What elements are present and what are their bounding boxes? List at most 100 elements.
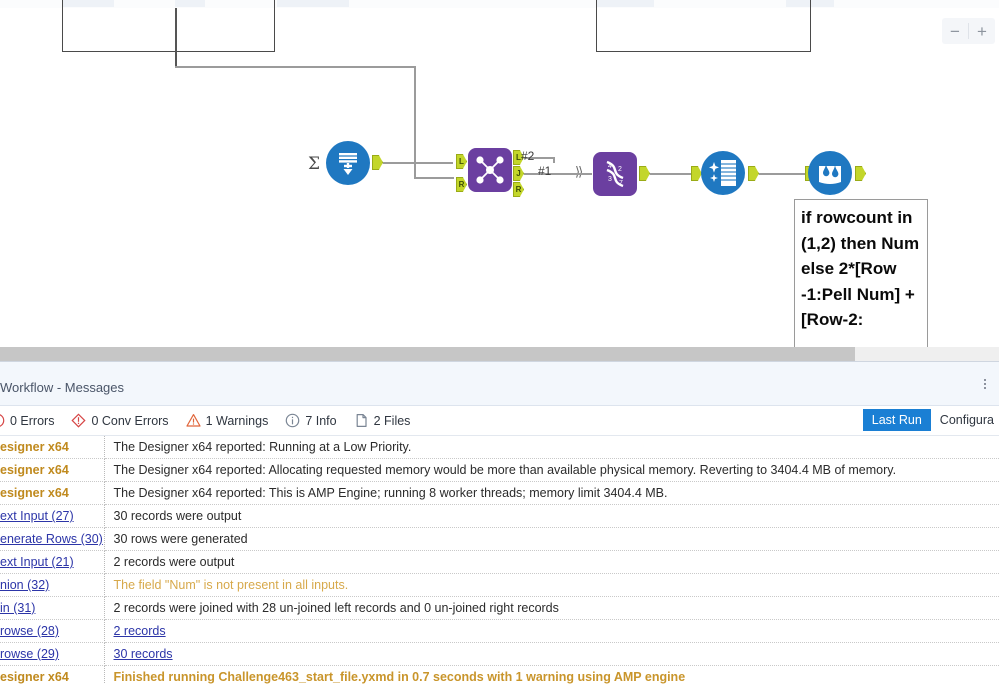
file-icon	[354, 413, 369, 428]
browse-icon	[808, 151, 852, 195]
union-input-marker-icon: ⟩⟩	[575, 165, 583, 180]
message-tool-cell: esigner x64	[0, 458, 105, 482]
message-text-cell: The Designer x64 reported: Running at a …	[104, 436, 999, 459]
status-badge-files[interactable]: 2 Files	[354, 413, 411, 428]
messages-panel-title: Workflow - Messages	[0, 380, 125, 395]
message-text: Finished running Challenge463_start_file…	[113, 670, 686, 684]
multi-row-output-anchor[interactable]	[639, 166, 650, 181]
generate-rows-output-anchor[interactable]	[372, 155, 383, 170]
zoom-controls-divider	[968, 23, 969, 39]
zoom-controls[interactable]: − +	[942, 18, 995, 44]
wire-to-multirow	[562, 173, 592, 175]
tool-transpose[interactable]	[701, 151, 745, 195]
browse-output-anchor[interactable]	[855, 166, 866, 181]
configuration-button[interactable]: Configura	[930, 409, 999, 431]
last-run-button[interactable]: Last Run	[862, 409, 931, 431]
status-badge-conv-errors[interactable]: 0 Conv Errors	[71, 413, 169, 428]
status-badge-warnings[interactable]: 1 Warnings	[185, 413, 268, 428]
tool-link[interactable]: rowse (28)	[0, 624, 60, 638]
status-badge-errors[interactable]: 0 Errors	[0, 413, 54, 428]
svg-text:7: 7	[619, 180, 623, 187]
workflow-canvas[interactable]: Σ L R L	[0, 0, 999, 357]
join-output-join-anchor[interactable]	[513, 166, 524, 181]
status-badge-info[interactable]: 7 Info	[285, 413, 337, 428]
tool-link[interactable]: rowse (29)	[0, 647, 60, 661]
messages-toolbar: 0 Errors 0 Conv Errors	[0, 406, 999, 436]
wire-transpose-to-browse	[759, 173, 807, 175]
table-row[interactable]: nion (32) The field "Num" is not present …	[0, 573, 999, 597]
message-text: The field "Num" is not present in all in…	[113, 578, 349, 592]
tool-name: esigner x64	[0, 670, 69, 684]
message-text: 2 records were output	[113, 555, 235, 569]
message-text: The Designer x64 reported: This is AMP E…	[113, 486, 668, 500]
conv-errors-label: 0 Conv Errors	[91, 413, 169, 428]
message-text-cell: 2 records	[104, 619, 999, 643]
message-text: The Designer x64 reported: Running at a …	[113, 440, 412, 454]
message-tool-cell: in (31)	[0, 596, 105, 620]
message-text-cell: 30 records	[104, 642, 999, 666]
container-box-right[interactable]	[596, 0, 811, 52]
wire-segment	[175, 8, 177, 67]
workflow-messages-panel: Workflow - Messages 0 Errors	[0, 361, 999, 684]
join-input-right-anchor[interactable]	[456, 177, 467, 192]
message-text[interactable]: 2 records	[113, 624, 166, 638]
container-box-left[interactable]	[62, 0, 275, 52]
tool-link[interactable]: ext Input (21)	[0, 555, 74, 569]
tool-name: esigner x64	[0, 463, 69, 477]
wire-segment	[175, 66, 415, 68]
message-text: 30 rows were generated	[113, 532, 248, 546]
sigma-icon: Σ	[308, 154, 321, 174]
transpose-output-anchor[interactable]	[748, 166, 759, 181]
zoom-in-button[interactable]: +	[977, 21, 987, 41]
message-tool-cell: nion (32)	[0, 573, 105, 597]
join-output-left-anchor[interactable]	[513, 150, 524, 165]
table-row[interactable]: rowse (28) 2 records	[0, 619, 999, 643]
tool-name: esigner x64	[0, 440, 69, 454]
message-tool-cell: esigner x64	[0, 481, 105, 505]
message-tool-cell: esigner x64	[0, 436, 105, 459]
tool-link[interactable]: enerate Rows (30)	[0, 532, 103, 546]
warning-icon	[185, 413, 201, 428]
join-input-left-anchor[interactable]	[456, 154, 467, 169]
tool-link[interactable]: nion (32)	[0, 578, 50, 592]
messages-view-toggle[interactable]: Last Run Configura	[862, 409, 999, 431]
tool-link[interactable]: ext Input (27)	[0, 509, 74, 523]
message-text[interactable]: 30 records	[113, 647, 173, 661]
message-text-cell: The Designer x64 reported: This is AMP E…	[104, 481, 999, 505]
message-tool-cell: ext Input (27)	[0, 504, 105, 528]
canvas-horizontal-scrollbar[interactable]	[0, 347, 999, 361]
table-row[interactable]: in (31)2 records were joined with 28 un-…	[0, 596, 999, 620]
tool-annotation[interactable]: if rowcount in (1,2) then Num else 2*[Ro…	[794, 199, 928, 357]
table-row[interactable]: rowse (29) 30 records	[0, 642, 999, 666]
table-row[interactable]: esigner x64 The Designer x64 reported: Ru…	[0, 436, 999, 459]
wire-segment	[414, 66, 416, 178]
join-output-right-anchor[interactable]	[513, 182, 524, 197]
generate-rows-icon	[326, 141, 370, 185]
tool-browse[interactable]	[808, 151, 852, 195]
message-text: The Designer x64 reported: Allocating re…	[113, 463, 897, 477]
zoom-out-button[interactable]: −	[950, 21, 960, 41]
scrollbar-thumb[interactable]	[0, 347, 855, 361]
tool-join[interactable]	[468, 148, 512, 192]
transpose-icon	[701, 151, 745, 195]
more-options-icon[interactable]	[977, 375, 993, 393]
message-text-cell: 30 rows were generated	[104, 527, 999, 551]
offscreen-tool-chip	[175, 0, 205, 7]
table-row[interactable]: ext Input (21) 2 records were output	[0, 550, 999, 574]
tool-generate-rows[interactable]	[326, 141, 370, 185]
message-text: 30 records were output	[113, 509, 242, 523]
tool-multi-row-formula[interactable]: 4 2 3 7	[593, 152, 637, 196]
table-row[interactable]: esigner x64 The Designer x64 reported: Th…	[0, 481, 999, 505]
files-label: 2 Files	[373, 413, 411, 428]
table-row[interactable]: enerate Rows (30) 30 rows were generated	[0, 527, 999, 551]
tool-link[interactable]: in (31)	[0, 601, 36, 615]
table-row[interactable]: ext Input (27) 30 records were output	[0, 504, 999, 528]
message-text-cell: The field "Num" is not present in all in…	[104, 573, 999, 597]
info-label: 7 Info	[305, 413, 337, 428]
canvas-top-strip	[0, 0, 999, 8]
table-row[interactable]: esigner x64 The Designer x64 reported: Al…	[0, 458, 999, 482]
table-row[interactable]: esigner x64 Finished running Challenge463…	[0, 665, 999, 684]
errors-label: 0 Errors	[10, 413, 55, 428]
svg-text:4: 4	[608, 163, 612, 170]
